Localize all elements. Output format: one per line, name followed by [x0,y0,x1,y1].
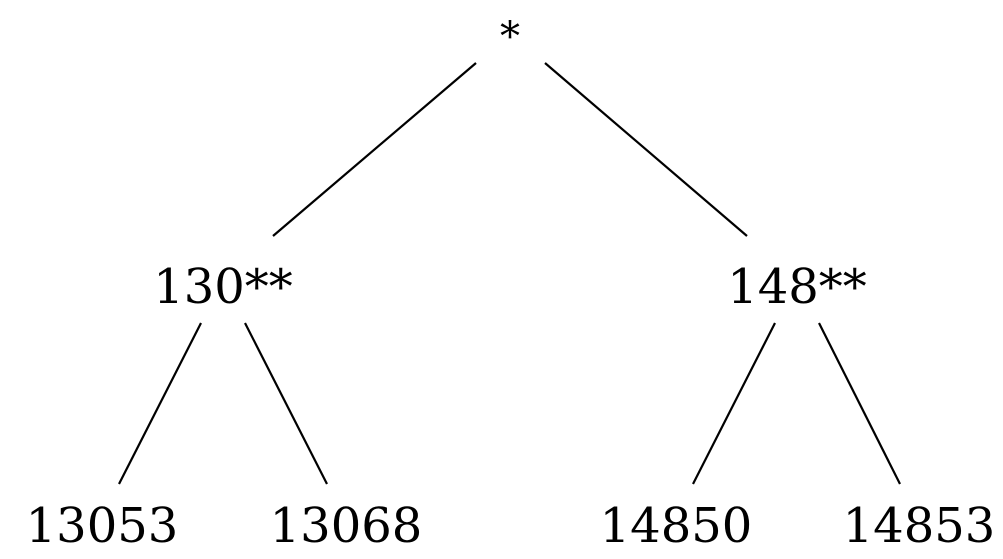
edge-130-to-13053 [118,322,202,485]
node-148xx: 148** [727,259,867,315]
edge-130-to-13068 [244,322,328,485]
edge-148-to-14853 [818,322,901,485]
leaf-13053: 13053 [26,498,179,554]
leaf-14850: 14850 [600,498,753,554]
edge-root-to-148 [544,62,748,237]
edge-root-to-130 [272,62,477,237]
leaf-13068: 13068 [270,498,423,554]
node-130xx: 130** [153,259,293,315]
edge-148-to-14850 [692,322,776,485]
leaf-14853: 14853 [843,498,996,554]
root-node: * [500,14,520,60]
